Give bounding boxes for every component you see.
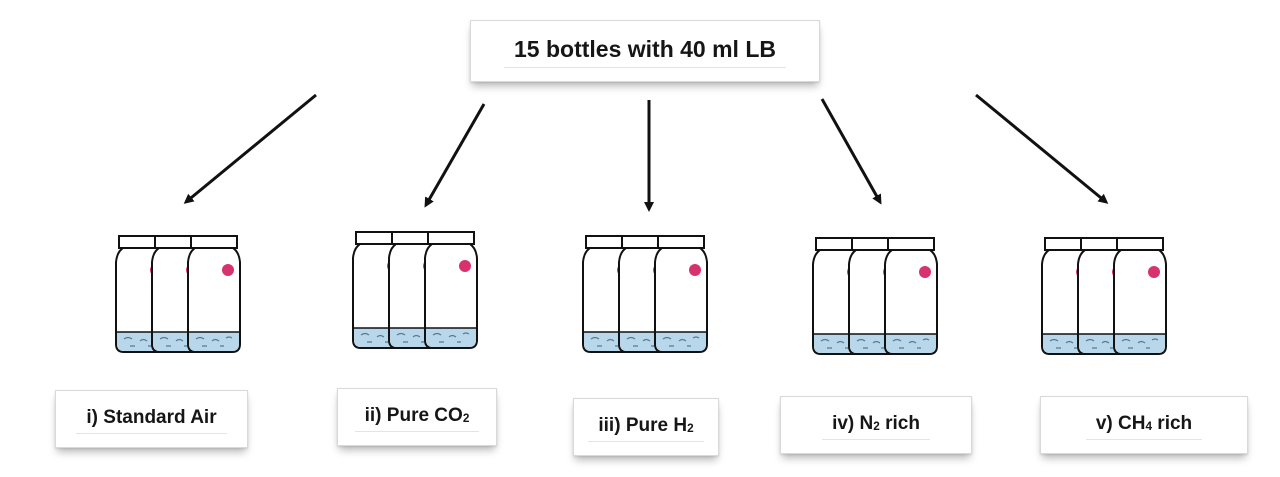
bottle-cap-3: [190, 235, 238, 249]
arrow-5: [975, 93, 1109, 204]
bottle-particles-3: [432, 332, 470, 343]
condition-label-5: v) CH4 rich: [1040, 396, 1248, 454]
indicator-dot-3: [1148, 266, 1160, 278]
bottle-cap-3: [427, 231, 475, 245]
condition-label-1: i) Standard Air: [55, 390, 248, 448]
bottle-liquid-3: [656, 332, 706, 351]
title-box: 15 bottles with 40 ml LB: [470, 20, 820, 82]
bottle-group-3: [582, 235, 708, 353]
bottle-group-4: [812, 237, 938, 355]
bottle-group-1: [115, 235, 241, 353]
condition-label-3: iii) Pure H2: [573, 398, 719, 456]
bottle-liquid-3: [426, 328, 476, 347]
bottle-cap-3: [1116, 237, 1164, 251]
bottle-particles-3: [892, 338, 930, 349]
indicator-dot-3: [459, 260, 471, 272]
indicator-dot-3: [689, 264, 701, 276]
indicator-dot-3: [222, 264, 234, 276]
bottle-cap-3: [887, 237, 935, 251]
bottle-particles-3: [1121, 338, 1159, 349]
bottle-group-2: [352, 231, 478, 349]
arrow-2: [424, 103, 486, 208]
title-text: 15 bottles with 40 ml LB: [504, 34, 786, 68]
bottle-liquid-3: [886, 334, 936, 353]
bottle-particles-3: [662, 336, 700, 347]
arrow-4: [820, 98, 882, 205]
arrow-1: [183, 93, 317, 204]
bottle-cap-3: [657, 235, 705, 249]
bottle-group-5: [1041, 237, 1167, 355]
condition-label-4: iv) N2 rich: [780, 396, 972, 454]
bottle-liquid-3: [189, 332, 239, 351]
bottle-liquid-3: [1115, 334, 1165, 353]
indicator-dot-3: [919, 266, 931, 278]
bottle-particles-3: [195, 336, 233, 347]
condition-label-2: ii) Pure CO2: [337, 388, 497, 446]
